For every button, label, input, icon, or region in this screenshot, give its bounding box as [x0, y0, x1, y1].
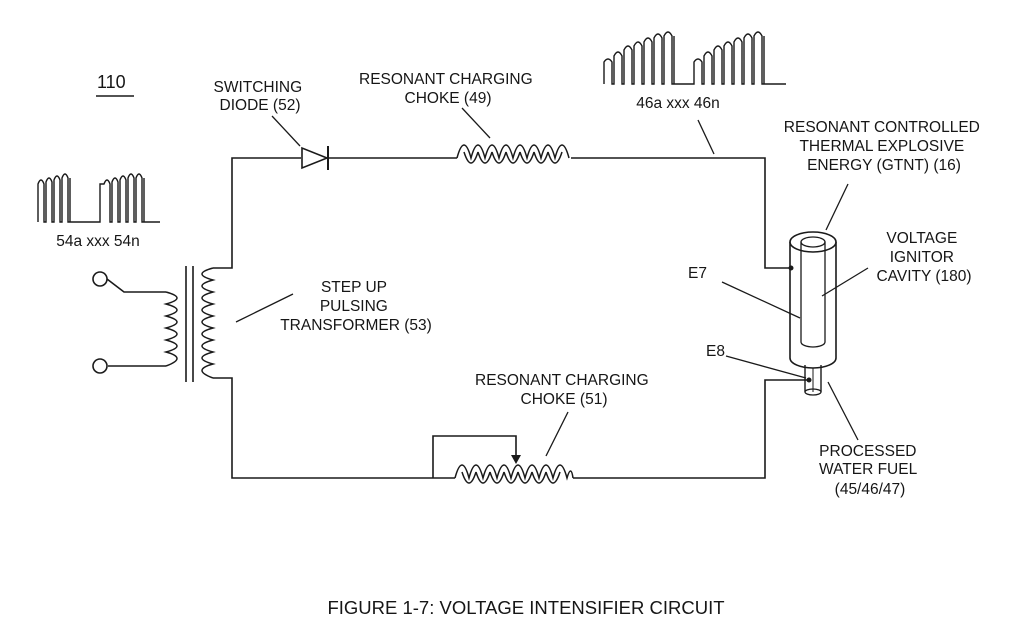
switching-diode	[301, 146, 330, 170]
ignitor-cavity-label: VOLTAGE IGNITOR CAVITY (180)	[876, 230, 971, 285]
circuit-wires	[106, 157, 810, 479]
choke-49-label: RESONANT CHARGING CHOKE (49)	[359, 71, 537, 107]
pulse-train-46	[603, 31, 786, 85]
electrode-e7-label: E7	[688, 265, 707, 282]
input-terminal-top	[92, 271, 108, 287]
resonant-charging-choke-51	[454, 464, 574, 484]
pulse-train-54-label: 54a xxx 54n	[56, 233, 140, 250]
step-up-pulsing-transformer	[163, 266, 216, 382]
pulse-train-54	[37, 173, 160, 223]
leader-lines	[235, 107, 869, 457]
electrode-e8-label: E8	[706, 343, 725, 360]
water-fuel-label: PROCESSED WATER FUEL (45/46/47)	[819, 443, 921, 498]
resonant-charging-choke-49	[456, 144, 570, 164]
voltage-ignitor-cavity	[788, 231, 837, 396]
figure-caption: FIGURE 1-7: VOLTAGE INTENSIFIER CIRCUIT	[327, 597, 724, 618]
switching-diode-label: SWITCHING DIODE (52)	[214, 79, 307, 114]
choke-51-label: RESONANT CHARGING CHOKE (51)	[475, 372, 653, 408]
figure-reference-number: 110	[97, 72, 126, 92]
pulse-train-46-label: 46a xxx 46n	[636, 95, 720, 112]
input-terminal-bottom	[92, 358, 108, 374]
transformer-label: STEP UP PULSING TRANSFORMER (53)	[280, 279, 432, 334]
gtnt-label: RESONANT CONTROLLED THERMAL EXPLOSIVE EN…	[784, 119, 984, 174]
